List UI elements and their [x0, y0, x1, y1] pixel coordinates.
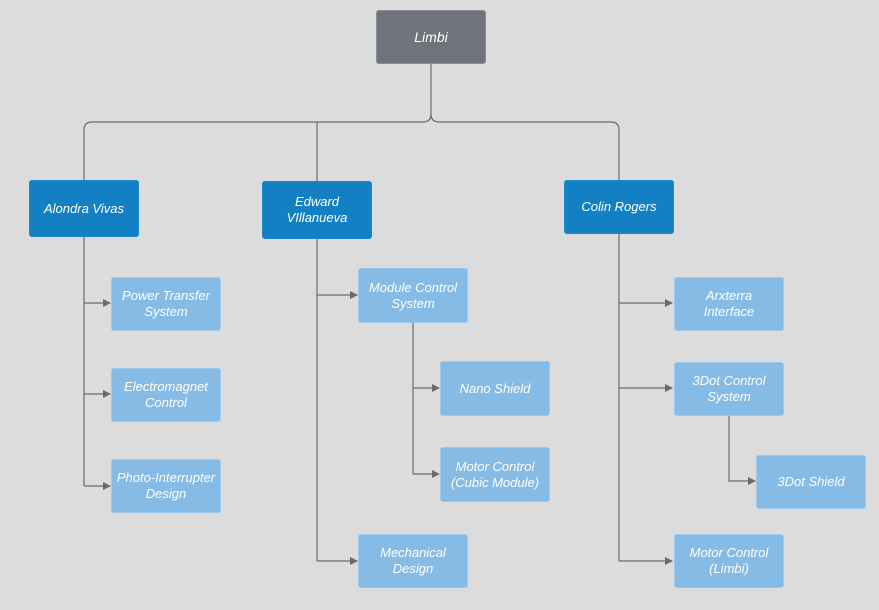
task-node-module-control: Module Control System [358, 268, 468, 323]
task-node-3dot-shield: 3Dot Shield [756, 455, 866, 509]
task-node-mechanical-design: Mechanical Design [358, 534, 468, 588]
task-node-nano-shield: Nano Shield [440, 361, 550, 416]
member-node-alondra-vivas: Alondra Vivas [29, 180, 139, 237]
member-node-colin-rogers: Colin Rogers [564, 180, 674, 234]
task-node-3dot-control: 3Dot Control System [674, 362, 784, 416]
member-node-edward-villanueva: Edward VIllanueva [262, 181, 372, 239]
root-connector [83, 64, 432, 180]
task-node-photo-interrupter: Photo-Interrupter Design [111, 459, 221, 513]
task-node-motor-control-limbi: Motor Control (Limbi) [674, 534, 784, 588]
dot-control-connector [728, 416, 756, 485]
task-node-power-transfer: Power Transfer System [111, 277, 221, 331]
task-node-motor-control-cubic: Motor Control (Cubic Module) [440, 447, 550, 502]
task-node-electromagnet-control: Electromagnet Control [111, 368, 221, 422]
task-node-arxterra-interface: Arxterra Interface [674, 277, 784, 331]
root-connector-right [430, 113, 620, 180]
root-node-limbi: Limbi [376, 10, 486, 64]
